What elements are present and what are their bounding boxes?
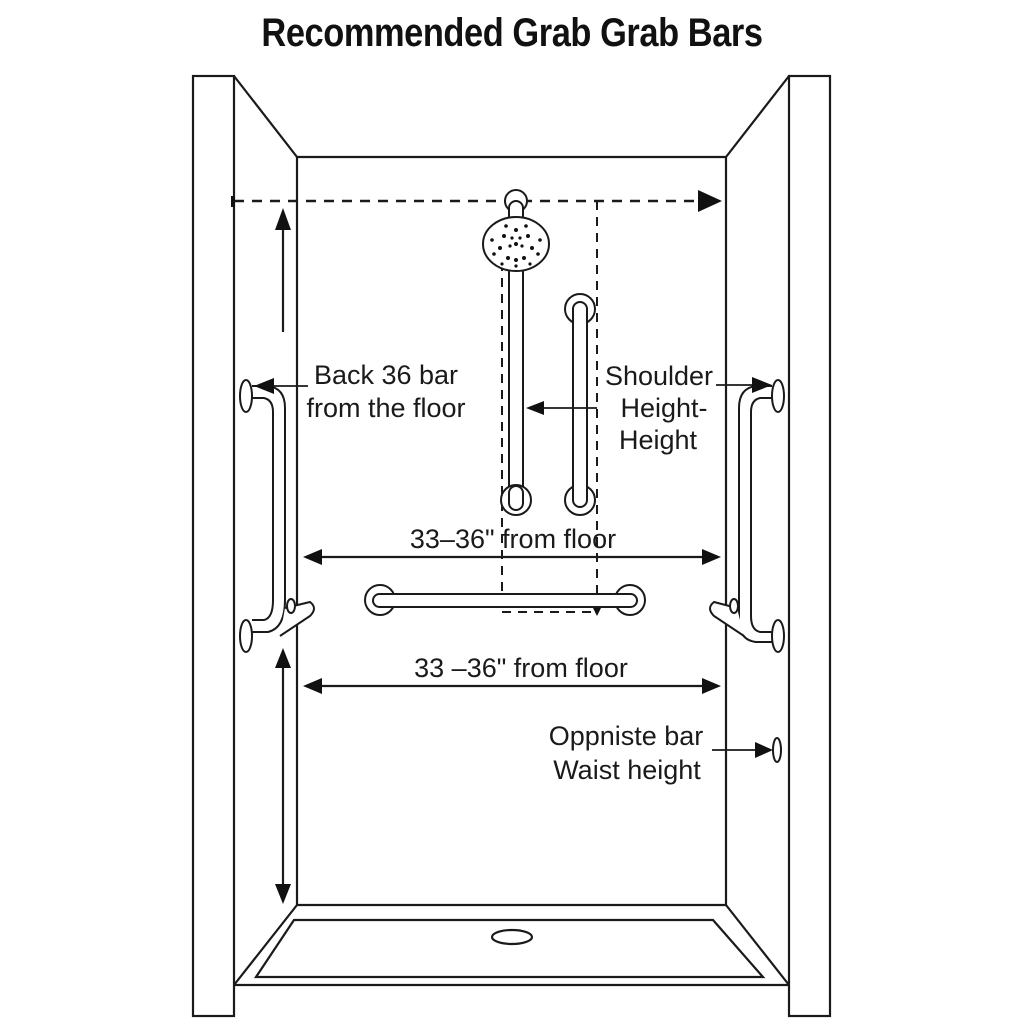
- opposite-bar-marker: [712, 737, 782, 763]
- back-bar-label-line2: from the floor: [306, 393, 465, 423]
- back-bar-label-line1: Back 36 bar: [314, 360, 458, 390]
- vertical-grab-bar: [564, 293, 596, 516]
- lower-horizontal-dimension: [303, 678, 721, 694]
- left-wall-edge: [191, 74, 236, 1018]
- opposite-bar-label-line2: Waist height: [553, 755, 701, 785]
- upper-dimension-label: 33–36" from floor: [410, 524, 616, 554]
- diagram-title: Recommended Grab Grab Bars: [261, 11, 763, 55]
- right-wall-edge: [787, 74, 832, 1018]
- shower-enclosure: [191, 74, 832, 1018]
- horizontal-grab-bar: [364, 584, 646, 616]
- opposite-bar-label-line1: Oppniste bar: [549, 721, 704, 751]
- lower-dimension-label: 33 –36" from floor: [414, 653, 628, 683]
- shower-head-icon: [482, 189, 550, 516]
- upper-horizontal-dimension: [303, 549, 721, 565]
- shoulder-label-line2: Height-: [620, 393, 707, 423]
- shoulder-label-line1: Shoulder: [605, 361, 713, 391]
- right-wall-grab-bar: [709, 377, 785, 653]
- shoulder-label-line3: Height: [619, 425, 698, 455]
- left-height-dimension: [275, 208, 291, 904]
- left-wall-grab-bar: [239, 378, 315, 653]
- shower-pan: [253, 918, 766, 979]
- floor-drain-icon: [490, 928, 534, 946]
